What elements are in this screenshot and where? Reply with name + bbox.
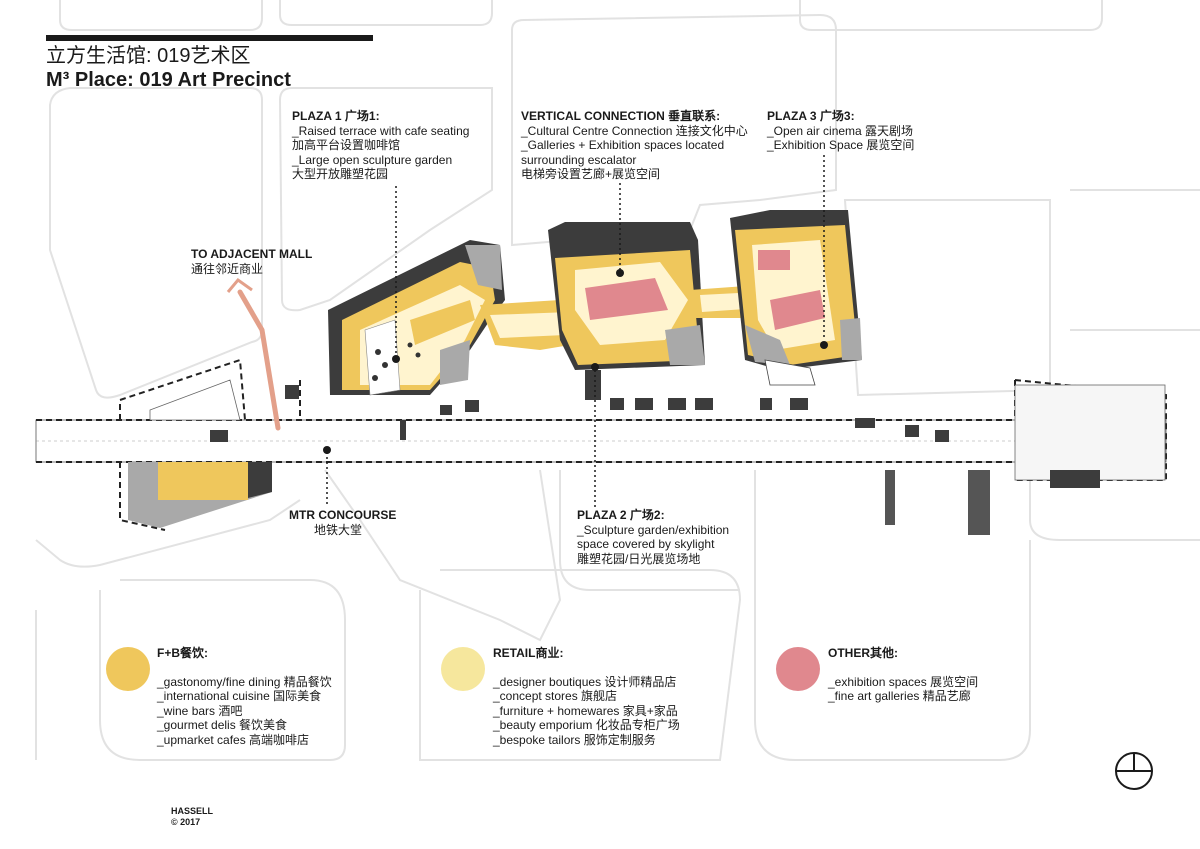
- plaza3-line: _Open air cinema 露天剧场: [767, 123, 914, 138]
- plaza1-annotation: PLAZA 1 广场1: _Raised terrace with cafe s…: [292, 109, 469, 182]
- title-english: M³ Place: 019 Art Precinct: [46, 69, 291, 91]
- plaza3-block: [730, 210, 862, 386]
- plaza2-heading: PLAZA 2 广场2:: [577, 508, 665, 522]
- legend-retail-item: _furniture + homewares 家具+家品: [493, 703, 678, 718]
- legend-other-heading: OTHER其他:: [828, 646, 898, 660]
- title-bar: [46, 35, 373, 41]
- legend-other-swatch: [776, 647, 820, 691]
- adjacent-mall-annotation: TO ADJACENT MALL 通往邻近商业: [191, 247, 312, 276]
- legend-fb-item: _gourmet delis 餐饮美食: [157, 718, 288, 732]
- plaza3-line: _Exhibition Space 展览空间: [767, 138, 915, 152]
- legend-retail-item: _beauty emporium 化妆品专柜广场: [493, 718, 680, 732]
- vertical-connection-annotation: VERTICAL CONNECTION 垂直联系: _Cultural Cent…: [521, 109, 748, 182]
- plaza2-annotation: PLAZA 2 广场2: _Sculpture garden/exhibitio…: [577, 508, 729, 566]
- north-arrow-icon: [1115, 752, 1153, 790]
- legend-retail-item: _designer boutiques 设计师精品店: [493, 674, 677, 689]
- legend-fb-swatch: [106, 647, 150, 691]
- city-blocks: [35, 0, 1200, 761]
- plaza1-line: 加高平台设置咖啡馆: [292, 138, 401, 152]
- legend-retail-swatch: [441, 647, 485, 691]
- plaza2-line: _Sculpture garden/exhibition: [577, 522, 730, 537]
- vertical-line: surrounding escalator: [521, 152, 637, 167]
- legend-fb-heading: F+B餐饮:: [157, 646, 209, 660]
- plaza3-heading: PLAZA 3 广场3:: [767, 109, 855, 123]
- lower-left-building: [119, 358, 272, 531]
- legend-other: OTHER其他: _exhibition spaces 展览空间 _fine a…: [828, 646, 978, 704]
- vertical-line: _Cultural Centre Connection 连接文化中心: [521, 123, 748, 138]
- legend-retail-heading: RETAIL商业:: [493, 646, 564, 660]
- vertical-heading: VERTICAL CONNECTION 垂直联系:: [521, 109, 721, 123]
- mall-arrow: [226, 277, 281, 431]
- pointer-lines: [326, 155, 825, 508]
- plaza2-line: 雕塑花园/日光展览场地: [577, 551, 701, 566]
- plaza1-heading: PLAZA 1 广场1:: [292, 109, 380, 123]
- legend-other-item: _exhibition spaces 展览空间: [828, 674, 979, 689]
- plaza1-line: 大型开放雕塑花园: [292, 167, 389, 181]
- credit-year: © 2017: [171, 817, 201, 827]
- plaza1-line: _Large open sculpture garden: [292, 152, 453, 167]
- legend-retail-item: _concept stores 旗舰店: [493, 689, 618, 703]
- plaza3-annotation: PLAZA 3 广场3: _Open air cinema 露天剧场 _Exhi…: [767, 109, 914, 153]
- title-chinese: 立方生活馆: 019艺术区: [46, 45, 251, 67]
- corridor: [480, 300, 580, 350]
- legend-fb-item: _international cuisine 国际美食: [157, 689, 322, 703]
- legend-retail: RETAIL商业: _designer boutiques 设计师精品店 _co…: [493, 646, 680, 747]
- plaza2-line: space covered by skylight: [577, 537, 715, 551]
- mtr-annotation: MTR CONCOURSE 地铁大堂: [289, 508, 396, 537]
- mall-line: 通往邻近商业: [191, 261, 264, 276]
- vertical-line: 电梯旁设置艺廊+展览空间: [521, 167, 661, 181]
- legend-fb: F+B餐饮: _gastonomy/fine dining 精品餐饮 _inte…: [157, 646, 332, 747]
- legend-fb-item: _upmarket cafes 高端咖啡店: [157, 732, 310, 747]
- credit: HASSELL © 2017: [171, 806, 213, 828]
- plaza1-line: _Raised terrace with cafe seating: [292, 123, 470, 138]
- vertical-line: _Galleries + Exhibition spaces located: [521, 138, 725, 152]
- vertical-connection-block: [548, 222, 705, 370]
- legend-retail-item: _bespoke tailors 服饰定制服务: [493, 732, 656, 747]
- legend-fb-item: _gastonomy/fine dining 精品餐饮: [157, 674, 332, 689]
- mtr-concourse: [35, 370, 1167, 535]
- credit-firm: HASSELL: [171, 806, 214, 816]
- mall-heading: TO ADJACENT MALL: [191, 247, 313, 261]
- legend-fb-item: _wine bars 酒吧: [157, 703, 243, 718]
- mtr-heading: MTR CONCOURSE: [289, 508, 397, 522]
- plaza1-wing: [328, 240, 505, 396]
- legend-other-item: _fine art galleries 精品艺廊: [828, 689, 971, 703]
- mtr-line: 地铁大堂: [314, 522, 363, 537]
- pointer-dots: [323, 269, 828, 454]
